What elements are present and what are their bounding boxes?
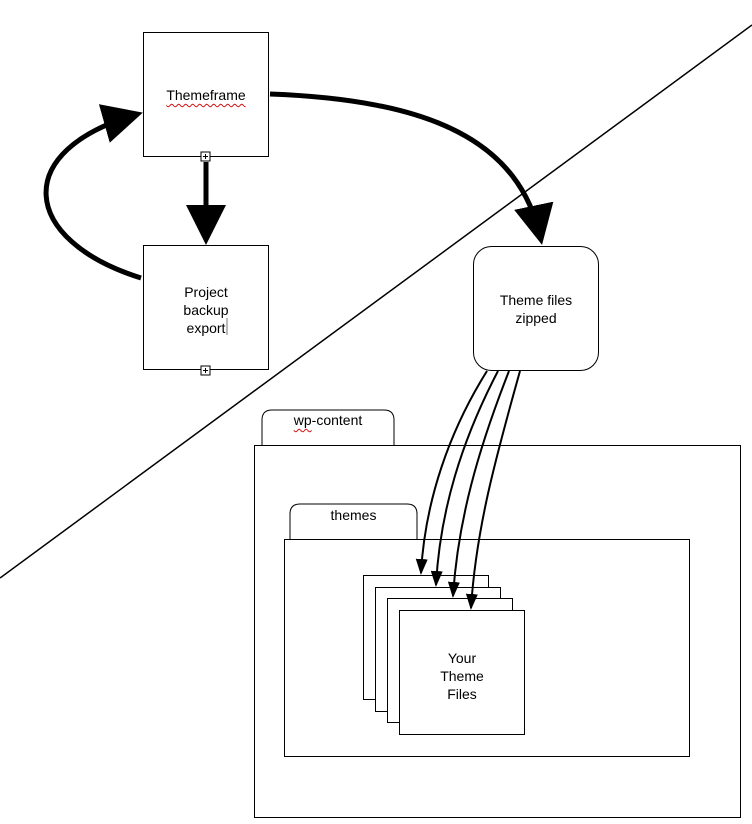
wp-content-label: wp-content	[262, 411, 394, 429]
themes-folder-tab	[289, 503, 418, 540]
theme-files-zipped-label: Theme files zipped	[473, 291, 599, 327]
theme-files-zipped-line: zipped	[515, 310, 557, 326]
your-theme-files-line: Files	[447, 686, 477, 702]
your-theme-files-line: Theme	[440, 668, 484, 684]
project-backup-line: backup	[183, 302, 229, 318]
themeframe-label: Themeframe	[166, 87, 246, 103]
your-theme-files-box	[399, 610, 525, 735]
arrow-backup-to-themeframe	[43, 104, 143, 281]
theme-files-zipped-line: Theme files	[499, 292, 573, 308]
wp-content-folder-tab	[261, 409, 395, 446]
arrow-zip-to-file	[447, 370, 510, 598]
themes-label: themes	[330, 507, 377, 523]
wp-content-prefix: wp	[293, 412, 312, 428]
wp-content-rest: -content	[311, 412, 363, 428]
diagonal-divider-line	[0, 24, 752, 579]
theme-files-zipped-box	[473, 246, 599, 371]
arrow-zip-to-file	[415, 370, 488, 575]
your-theme-files-label: Your Theme Files	[399, 649, 525, 703]
arrow-zip-to-file	[465, 370, 521, 610]
arrow-zip-to-file	[430, 370, 499, 587]
expand-plus-icon	[200, 151, 211, 162]
project-backup-label: Project backup export	[143, 283, 269, 337]
project-backup-line: export	[186, 320, 226, 336]
arrow-themeframe-to-zip	[269, 91, 554, 245]
project-backup-box	[143, 245, 269, 370]
project-backup-line: Project	[184, 284, 228, 300]
expand-plus-icon	[200, 365, 211, 376]
your-theme-files-line: Your	[447, 650, 477, 666]
